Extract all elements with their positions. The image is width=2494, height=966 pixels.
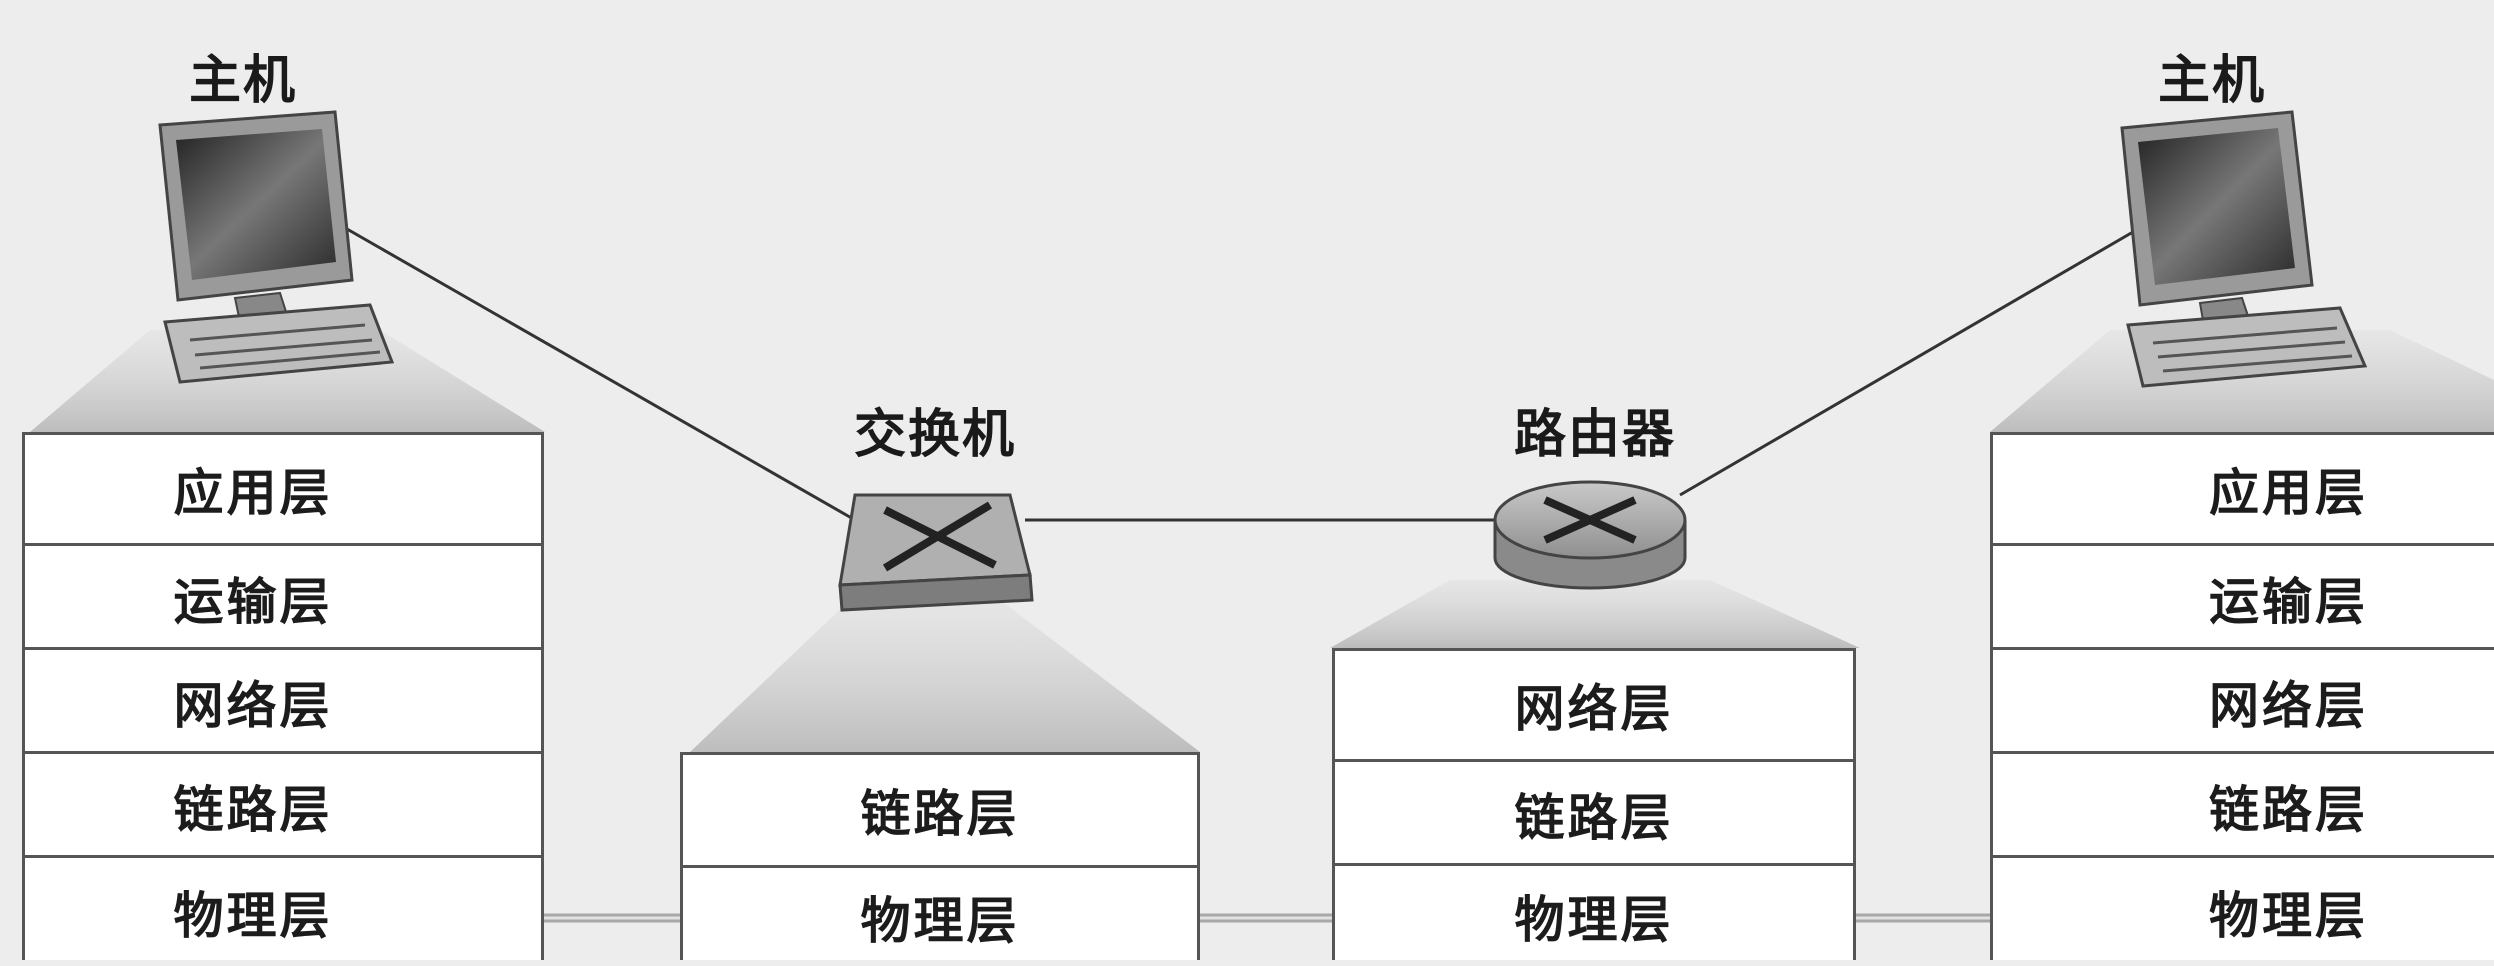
layer-application: 应用层 (2209, 464, 2368, 522)
layer-physical: 物理层 (683, 865, 1197, 966)
layer-network: 网络层 (1514, 680, 1674, 738)
host-right-label: 主机 (2157, 51, 2267, 111)
switch-stack: 链路层 物理层 (680, 752, 1200, 960)
layer-link: 链路层 (1993, 751, 2494, 858)
host-right-shade (1990, 330, 2494, 432)
layer-link: 链路层 (25, 751, 541, 858)
router-shade (1330, 580, 1860, 648)
layer-physical: 物理层 (1993, 855, 2494, 966)
layer-transport: 运输层 (1993, 543, 2494, 650)
router-stack: 网络层 链路层 物理层 (1332, 648, 1856, 960)
host-right-stack: 应用层 运输层 网络层 链路层 物理层 (1990, 432, 2494, 960)
layer-link: 链路层 (1335, 759, 1853, 866)
layer-transport: 运输层 (25, 543, 541, 650)
host-left-shade (30, 330, 545, 432)
switch-shade (690, 600, 1200, 752)
switch-icon (838, 493, 1034, 612)
host-left-computer-icon (158, 110, 395, 384)
layer-link: 链路层 (860, 785, 1020, 843)
layer-application: 应用层 (173, 464, 333, 522)
layer-network: 网络层 (25, 647, 541, 754)
layer-physical: 物理层 (25, 855, 541, 966)
host-right-computer-icon (2120, 110, 2368, 388)
host-left-stack: 应用层 运输层 网络层 链路层 物理层 (22, 432, 544, 960)
router-label: 路由器 (1513, 405, 1677, 465)
host-left-label: 主机 (188, 51, 298, 111)
link-router-host (1679, 223, 2146, 497)
layer-network: 网络层 (1993, 647, 2494, 754)
layer-physical: 物理层 (1335, 863, 1853, 966)
link-host-switch (339, 223, 856, 522)
switch-label: 交换机 (853, 405, 1017, 465)
router-icon (1493, 480, 1687, 590)
